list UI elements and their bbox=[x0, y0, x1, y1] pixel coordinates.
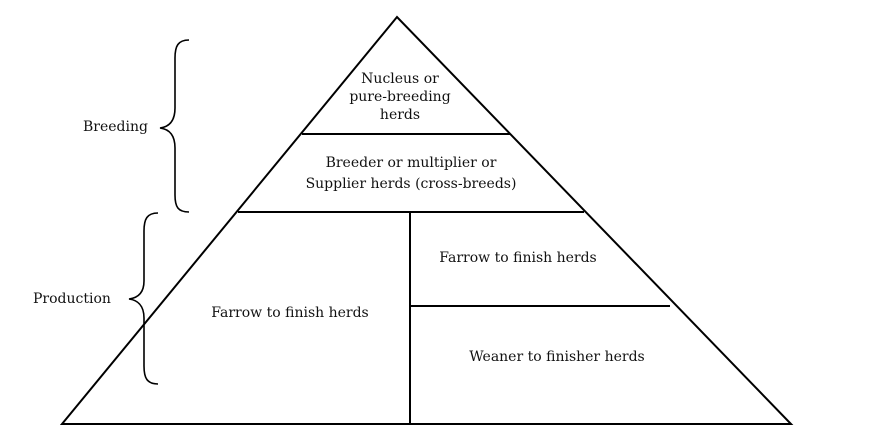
nucleus-label-line-3: herds bbox=[380, 107, 420, 123]
production-label: Production bbox=[33, 291, 111, 307]
production-left-label: Farrow to finish herds bbox=[211, 305, 369, 321]
production-right-bottom-label: Weaner to finisher herds bbox=[469, 349, 644, 365]
nucleus-label-line-1: Nucleus or bbox=[361, 71, 439, 87]
production-brace bbox=[128, 212, 159, 385]
breeding-brace bbox=[159, 39, 190, 213]
pyramid-outline bbox=[59, 15, 794, 425]
production-right-top-label: Farrow to finish herds bbox=[439, 250, 597, 266]
multiplier-label-line-2: Supplier herds (cross-breeds) bbox=[306, 176, 517, 192]
nucleus-label-line-2: pure-breeding bbox=[349, 89, 450, 105]
multiplier-label-line-1: Breeder or multiplier or bbox=[326, 155, 497, 171]
breeding-label: Breeding bbox=[83, 119, 148, 135]
